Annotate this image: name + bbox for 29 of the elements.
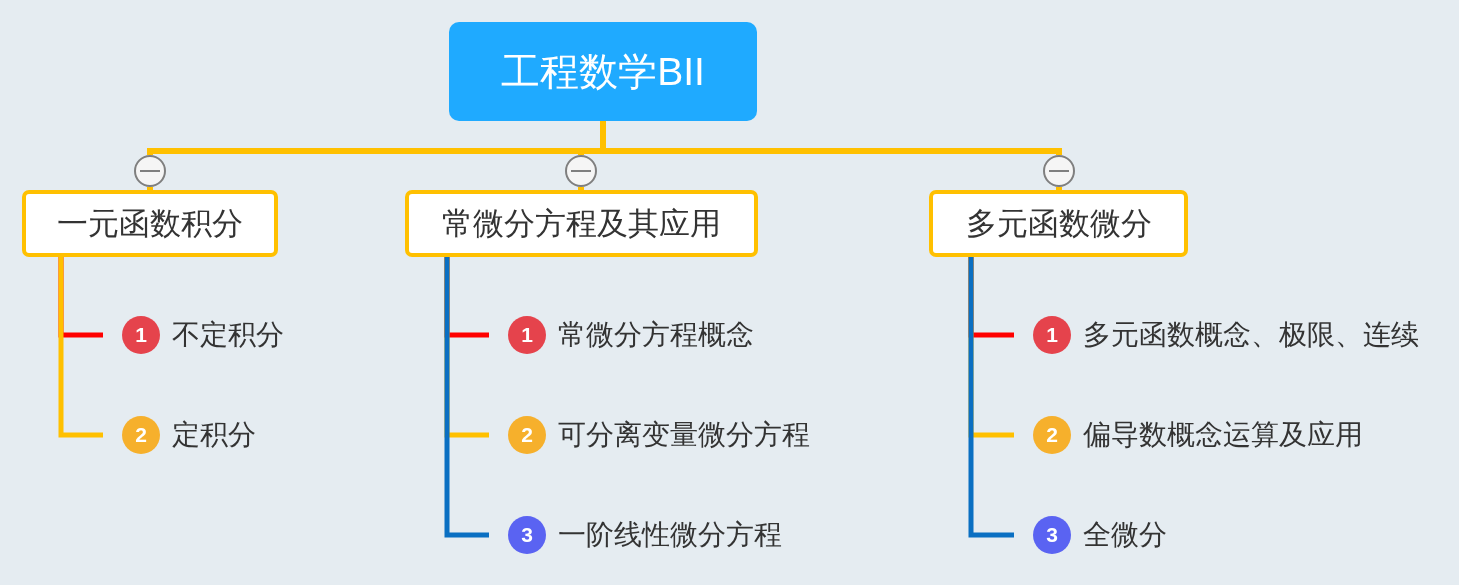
- connector-line: [1056, 187, 1062, 190]
- connector-line: [578, 187, 584, 190]
- number-badge: 1: [1033, 316, 1071, 354]
- connector-line: [147, 187, 153, 190]
- number-badge: 2: [122, 416, 160, 454]
- subtopic-text: 可分离变量微分方程: [558, 418, 810, 452]
- subtopic-text: 一阶线性微分方程: [558, 518, 782, 552]
- subtopic-text: 常微分方程概念: [558, 318, 754, 352]
- subtopic-text: 偏导数概念运算及应用: [1083, 418, 1363, 452]
- subtopic-text: 全微分: [1083, 518, 1167, 552]
- collapse-icon: [1043, 155, 1075, 187]
- topic-box: 多元函数微分: [929, 190, 1188, 257]
- number-badge: 1: [122, 316, 160, 354]
- connector-line: [968, 257, 1014, 538]
- number-badge: 2: [1033, 416, 1071, 454]
- number-badge: 3: [508, 516, 546, 554]
- topic-box: 一元函数积分: [22, 190, 278, 257]
- subtopic-text: 多元函数概念、极限、连续: [1083, 318, 1419, 352]
- connector-line: [58, 257, 103, 438]
- topic-box: 常微分方程及其应用: [405, 190, 758, 257]
- root-topic-box: 工程数学BII: [449, 22, 757, 121]
- collapse-icon: [565, 155, 597, 187]
- number-badge: 3: [1033, 516, 1071, 554]
- subtopic-text: 不定积分: [172, 318, 284, 352]
- subtopic-text: 定积分: [172, 418, 256, 452]
- number-badge: 2: [508, 416, 546, 454]
- number-badge: 1: [508, 316, 546, 354]
- collapse-icon: [134, 155, 166, 187]
- connector-line: [444, 257, 489, 538]
